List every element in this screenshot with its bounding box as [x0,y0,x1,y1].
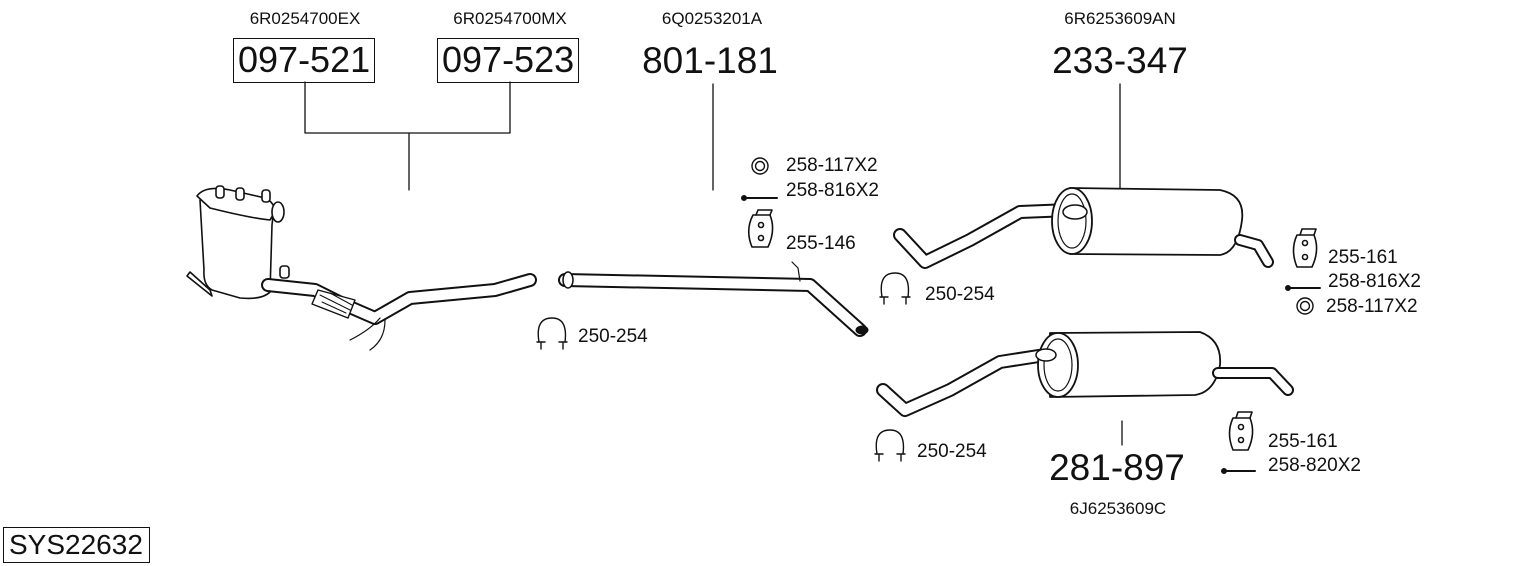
part-number-801-181[interactable]: 801-181 [642,40,778,81]
part-number-097-523[interactable]: 097-523 [437,38,580,83]
middle-pipe[interactable] [558,261,869,337]
oe-number-rear-silencer-a: 6R6253609AN [1064,9,1176,28]
oe-number-cat-ex: 6R0254700EX [249,9,361,28]
bolt-icon [1221,468,1256,474]
clamp-icon [536,317,568,350]
front-pipe[interactable] [261,273,537,351]
label-bolt-mid[interactable]: 258-816X2 [786,180,879,201]
part-number-233-347[interactable]: 233-347 [1052,40,1188,81]
hanger-icon [1228,411,1254,451]
oe-number-rear-silencer-b: 6J6253609C [1069,499,1167,518]
hanger-icon [1292,228,1318,268]
label-clamp-3[interactable]: 250-254 [917,441,987,462]
label-clamp-2[interactable]: 250-254 [925,284,995,305]
part-number-281-897[interactable]: 281-897 [1049,447,1185,488]
label-ring-rear-a[interactable]: 258-117X2 [1326,296,1418,317]
part-number-097-521[interactable]: 097-521 [233,38,376,83]
oe-number-cat-mx: 6R0254700MX [453,9,567,28]
label-hanger-rear-a[interactable]: 255-161 [1328,247,1398,268]
label-clamp-1[interactable]: 250-254 [578,326,648,347]
label-ring-mid[interactable]: 258-117X2 [786,155,878,176]
clamp-icon [874,429,906,462]
bolt-icon [741,195,778,201]
clamp-icon [879,272,911,305]
leader-lines [304,81,1123,446]
label-hanger-mid[interactable]: 255-146 [786,233,856,254]
oe-number-middle-pipe: 6Q0253201A [661,9,763,28]
label-bolt-rear-b[interactable]: 258-820X2 [1268,455,1361,476]
rear-silencer-233-347[interactable] [893,187,1274,269]
ring-icon [1296,297,1314,315]
hanger-icon [747,209,774,248]
label-hanger-rear-b[interactable]: 255-161 [1268,431,1338,452]
bolt-icon [1285,285,1321,291]
catalytic-converter[interactable] [186,185,290,300]
ring-icon [751,157,769,175]
label-bolt-rear-a[interactable]: 258-816X2 [1328,271,1421,292]
system-code: SYS22632 [3,527,150,563]
rear-silencer-281-897[interactable] [876,331,1294,417]
